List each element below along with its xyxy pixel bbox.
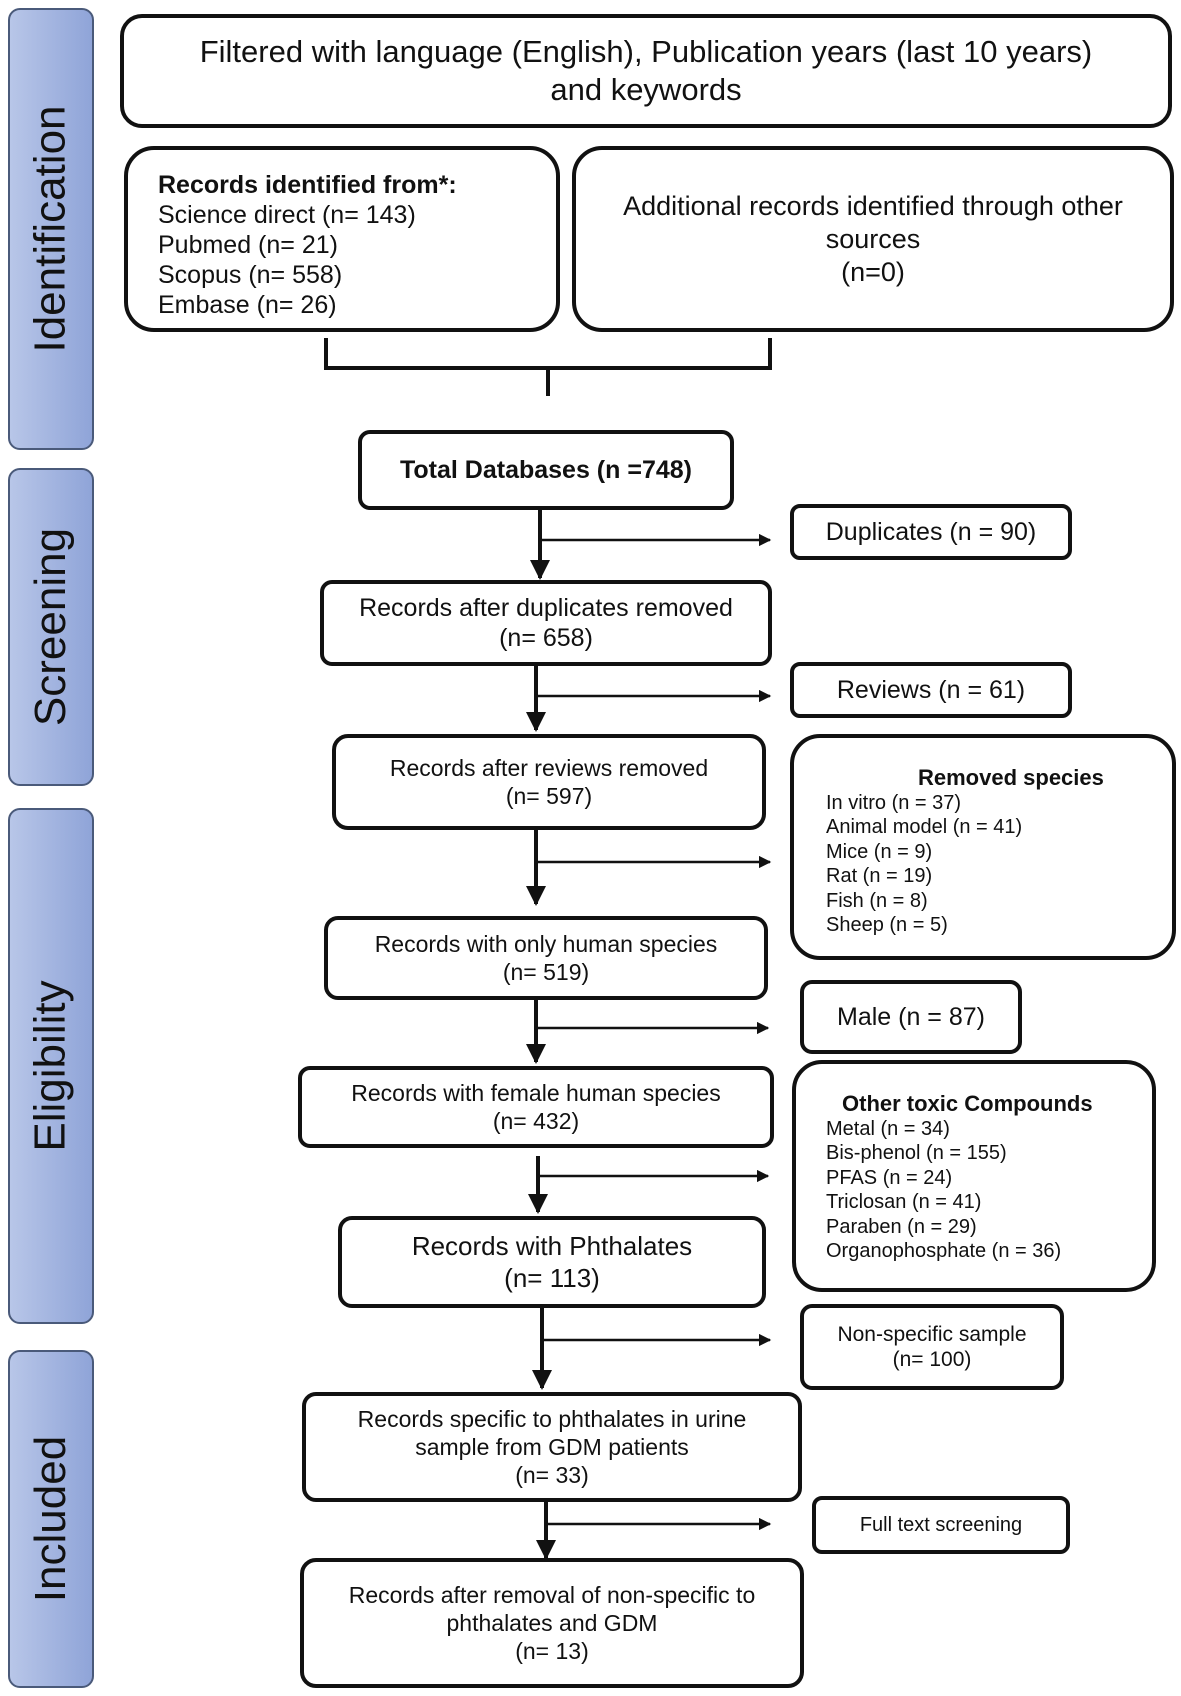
filter-line-2: and keywords xyxy=(550,72,742,107)
human-species-box: Records with only human species (n= 519) xyxy=(324,916,768,1000)
toxic-bisphenol: Bis-phenol (n = 155) xyxy=(826,1142,1007,1164)
duplicates-box: Duplicates (n = 90) xyxy=(790,504,1072,560)
after-reviews-line-2: (n= 597) xyxy=(505,783,593,809)
total-databases-label: Total Databases (n =748) xyxy=(399,455,692,484)
final-line-1: Records after removal of non-specific to xyxy=(348,1582,756,1608)
stage-identification-label: Identification xyxy=(26,105,75,353)
reviews-label: Reviews (n = 61) xyxy=(836,675,1026,704)
toxic-pfas: PFAS (n = 24) xyxy=(826,1166,953,1189)
other-toxic-title: Other toxic Compounds xyxy=(842,1091,1093,1116)
final-line-2: phthalates and GDM xyxy=(446,1610,658,1636)
species-fish: Fish (n = 8) xyxy=(826,889,928,912)
stage-eligibility-label: Eligibility xyxy=(26,980,76,1152)
stage-screening: Screening xyxy=(8,468,94,786)
female-species-line-2: (n= 432) xyxy=(492,1108,580,1134)
species-rat: Rat (n = 19) xyxy=(826,865,933,887)
after-duplicates-line-1: Records after duplicates removed xyxy=(359,594,733,622)
human-species-line-2: (n= 519) xyxy=(502,959,590,985)
stage-included-label: Included xyxy=(26,1435,76,1603)
other-toxic-box: Other toxic Compounds Metal (n = 34) Bis… xyxy=(792,1060,1156,1292)
urine-gdm-line-3: (n= 33) xyxy=(515,1462,589,1488)
female-species-line-1: Records with female human species xyxy=(351,1080,721,1106)
records-identified-box: Records identified from*: Science direct… xyxy=(124,146,560,332)
removed-species-title: Removed species xyxy=(918,765,1104,790)
additional-records-box: Additional records identified through ot… xyxy=(572,146,1174,332)
full-text-label: Full text screening xyxy=(859,1513,1023,1536)
additional-records-line-2: sources xyxy=(825,223,921,254)
duplicates-label: Duplicates (n = 90) xyxy=(825,517,1037,546)
final-records-box: Records after removal of non-specific to… xyxy=(300,1558,804,1688)
records-identified-title: Records identified from*: xyxy=(158,171,457,199)
stage-screening-label: Screening xyxy=(26,527,76,727)
female-species-box: Records with female human species (n= 43… xyxy=(298,1066,774,1148)
source-science-direct: Science direct (n= 143) xyxy=(158,201,416,229)
urine-gdm-line-1: Records specific to phthalates in urine xyxy=(357,1406,747,1432)
filter-line-1: Filtered with language (English), Public… xyxy=(199,34,1093,69)
after-duplicates-box: Records after duplicates removed (n= 658… xyxy=(320,580,772,666)
non-specific-line-1: Non-specific sample xyxy=(837,1323,1027,1346)
phthalates-box: Records with Phthalates (n= 113) xyxy=(338,1216,766,1308)
species-animal-model: Animal model (n = 41) xyxy=(826,816,1023,838)
phthalates-line-1: Records with Phthalates xyxy=(411,1231,693,1261)
toxic-metal: Metal (n = 34) xyxy=(826,1117,950,1140)
human-species-line-1: Records with only human species xyxy=(374,931,718,957)
removed-species-box: Removed species In vitro (n = 37) Animal… xyxy=(790,734,1176,960)
after-reviews-box: Records after reviews removed (n= 597) xyxy=(332,734,766,830)
non-specific-box: Non-specific sample (n= 100) xyxy=(800,1304,1064,1390)
filter-box: Filtered with language (English), Public… xyxy=(120,14,1172,128)
source-pubmed: Pubmed (n= 21) xyxy=(158,231,338,259)
species-in-vitro: In vitro (n = 37) xyxy=(826,791,962,814)
additional-records-line-3: (n=0) xyxy=(841,256,905,287)
toxic-triclosan: Triclosan (n = 41) xyxy=(826,1191,982,1213)
full-text-box: Full text screening xyxy=(812,1496,1070,1554)
after-duplicates-line-2: (n= 658) xyxy=(499,624,593,652)
merge-brace xyxy=(324,338,772,396)
toxic-paraben: Paraben (n = 29) xyxy=(826,1215,977,1238)
additional-records-line-1: Additional records identified through ot… xyxy=(623,190,1123,221)
stage-identification: Identification xyxy=(8,8,94,450)
after-reviews-line-1: Records after reviews removed xyxy=(389,755,709,781)
phthalates-line-2: (n= 113) xyxy=(504,1263,600,1293)
male-label: Male (n = 87) xyxy=(837,1002,985,1031)
urine-gdm-line-2: sample from GDM patients xyxy=(415,1434,689,1460)
source-embase: Embase (n= 26) xyxy=(158,291,337,319)
source-scopus: Scopus (n= 558) xyxy=(158,261,343,289)
final-line-3: (n= 13) xyxy=(515,1638,589,1664)
species-sheep: Sheep (n = 5) xyxy=(826,914,948,936)
non-specific-line-2: (n= 100) xyxy=(892,1348,972,1371)
toxic-organophosphate: Organophosphate (n = 36) xyxy=(826,1240,1062,1262)
reviews-box: Reviews (n = 61) xyxy=(790,662,1072,718)
male-box: Male (n = 87) xyxy=(800,980,1022,1054)
total-databases-box: Total Databases (n =748) xyxy=(358,430,734,510)
stage-included: Included xyxy=(8,1350,94,1688)
stage-eligibility: Eligibility xyxy=(8,808,94,1324)
species-mice: Mice (n = 9) xyxy=(826,840,933,863)
urine-gdm-box: Records specific to phthalates in urine … xyxy=(302,1392,802,1502)
